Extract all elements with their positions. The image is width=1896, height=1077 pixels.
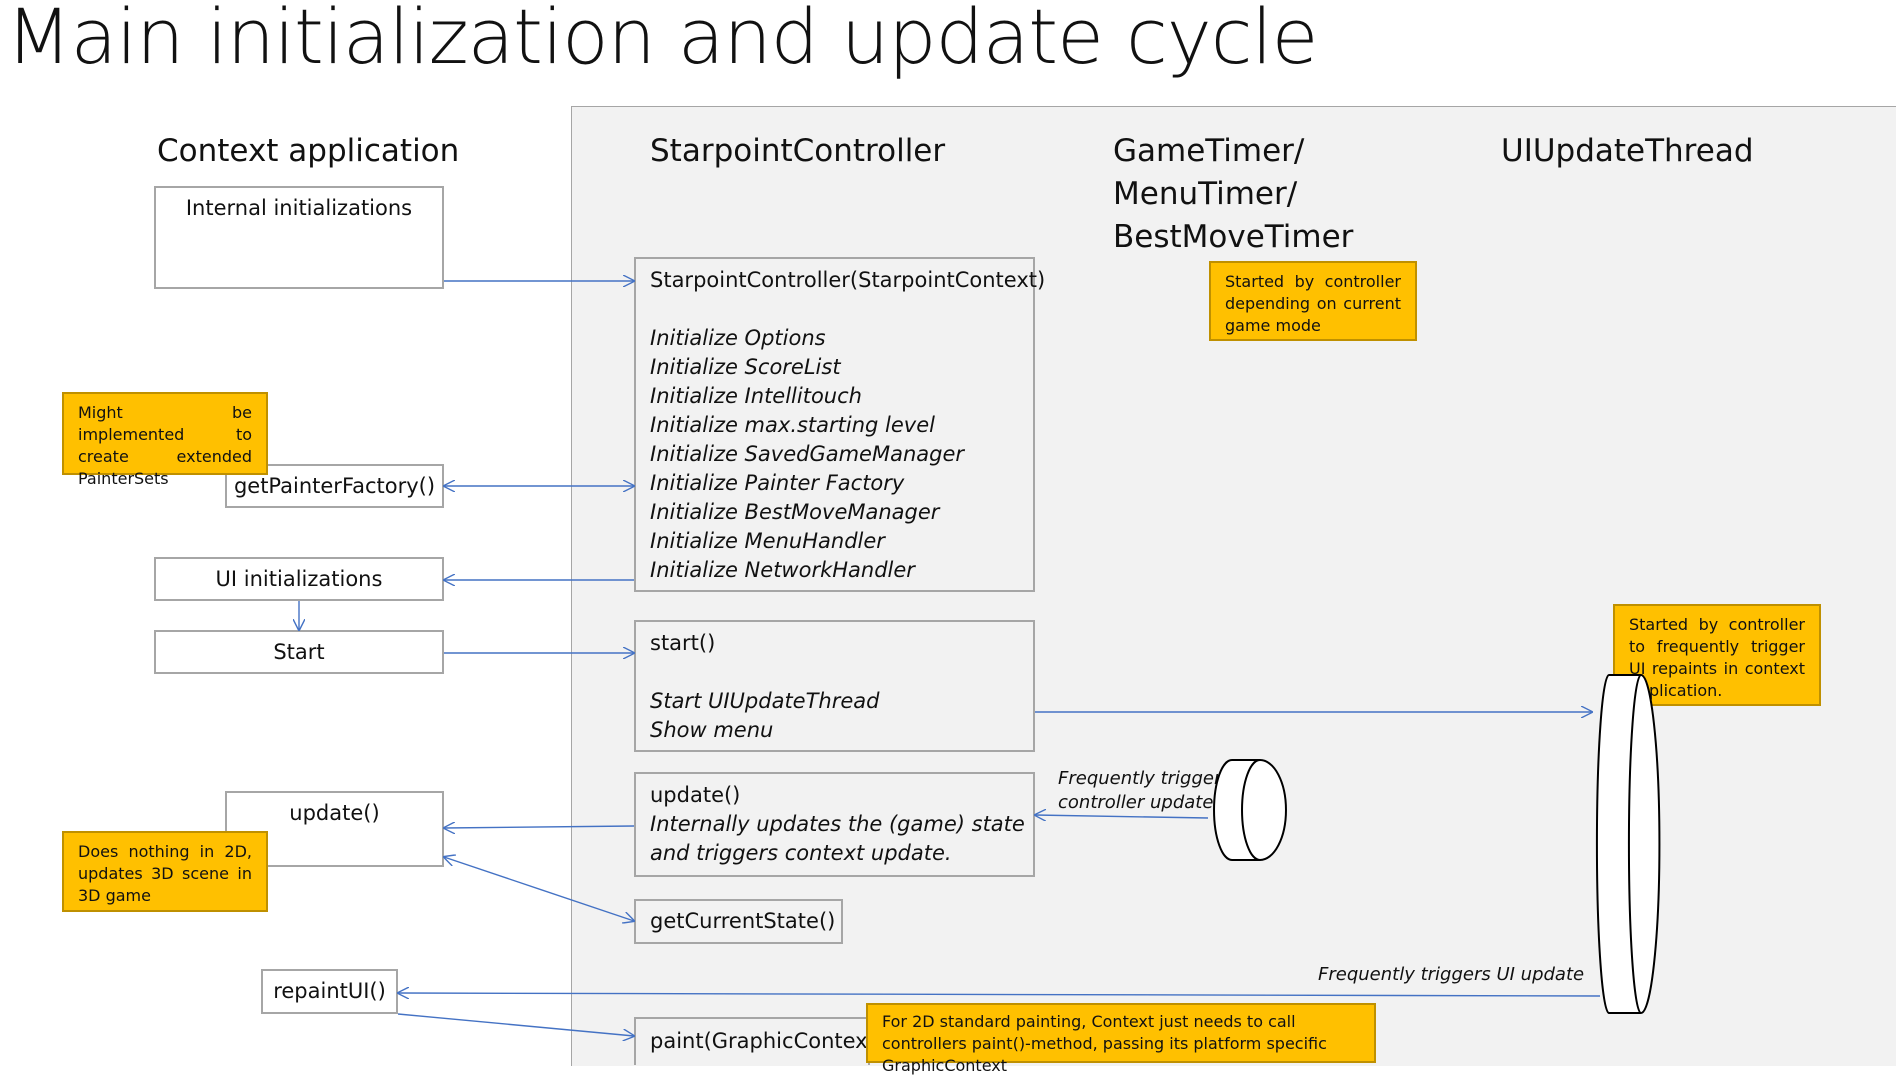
ui-initializations-label: UI initializations — [215, 567, 383, 591]
get-painter-factory-label: getPainterFactory() — [233, 474, 436, 498]
arrow-repaint-to-paint — [397, 1013, 634, 1036]
paint-label: paint(GraphicContext) — [650, 1029, 885, 1053]
column-header-controller: StarpointController — [650, 133, 946, 169]
init-step: Initialize ScoreList — [650, 355, 841, 379]
ui-update-trigger-label: Frequently triggers UI update — [1318, 964, 1585, 985]
controller-start-box: start() Start UIUpdateThread Show menu — [634, 620, 1035, 752]
timer-name-menu: MenuTimer/ — [1113, 176, 1298, 212]
init-step: Initialize Options — [650, 326, 826, 350]
timer-cylinder — [1213, 759, 1287, 861]
timer-name-bestmove: BestMoveTimer — [1113, 219, 1354, 255]
init-step: Initialize MenuHandler — [650, 529, 885, 553]
timer-name-game: GameTimer/ — [1113, 133, 1305, 169]
controller-update-box: update() Internally updates the (game) s… — [634, 772, 1035, 877]
controller-constructor-box: StarpointController(StarpointContext) In… — [634, 257, 1046, 592]
constructor-header: StarpointController(StarpointContext) — [650, 268, 1046, 292]
init-step: Initialize NetworkHandler — [650, 558, 915, 582]
ui-initializations-box: UI initializations — [154, 557, 444, 601]
controller-update-header: update() — [650, 783, 741, 807]
context-start-label: Start — [273, 640, 325, 664]
column-header-uithread: UIUpdateThread — [1501, 133, 1754, 169]
init-step: Initialize max.starting level — [650, 413, 935, 437]
arrow-update-to-context — [444, 826, 635, 828]
start-step: Start UIUpdateThread — [650, 689, 880, 713]
init-step: Initialize SavedGameManager — [650, 442, 965, 466]
trigger-label-line: Frequently triggers — [1058, 768, 1231, 789]
repaint-ui-label: repaintUI() — [273, 979, 386, 1003]
init-step: Initialize Painter Factory — [650, 471, 905, 495]
trigger-label-line: controller update — [1058, 792, 1214, 813]
arrow-context-current-state — [444, 857, 634, 921]
internal-initializations-box: Internal initializations — [154, 186, 444, 289]
init-step: Initialize Intellitouch — [650, 384, 862, 408]
paint-note: For 2D standard painting, Context just n… — [866, 1003, 1376, 1075]
arrow-timer-to-update — [1035, 815, 1209, 818]
update-note: Does nothing in 2D, updates 3D scene in … — [62, 831, 268, 912]
column-header-context: Context application — [157, 133, 460, 169]
start-step: Show menu — [650, 718, 774, 742]
page-title: Main initialization and update cycle — [6, 0, 1318, 81]
timer-note: Started by controller depending on curre… — [1209, 261, 1417, 341]
update-step: and triggers context update. — [650, 841, 952, 865]
init-step: Initialize BestMoveManager — [650, 500, 940, 524]
context-update-label: update() — [289, 801, 380, 825]
painter-factory-note: Might be implemented to create extended … — [62, 392, 268, 488]
update-step: Internally updates the (game) state — [650, 812, 1025, 836]
controller-update-trigger-label: Frequently triggers controller update — [1058, 767, 1231, 815]
uithread-cylinder — [1595, 674, 1661, 1014]
arrow-uithread-to-repaint — [398, 993, 1601, 996]
context-start-box: Start — [154, 630, 444, 674]
internal-initializations-label: Internal initializations — [185, 196, 413, 220]
controller-start-header: start() — [650, 631, 716, 655]
get-current-state-label: getCurrentState() — [650, 909, 836, 933]
column-header-timer: GameTimer/ MenuTimer/ BestMoveTimer — [1113, 130, 1353, 259]
